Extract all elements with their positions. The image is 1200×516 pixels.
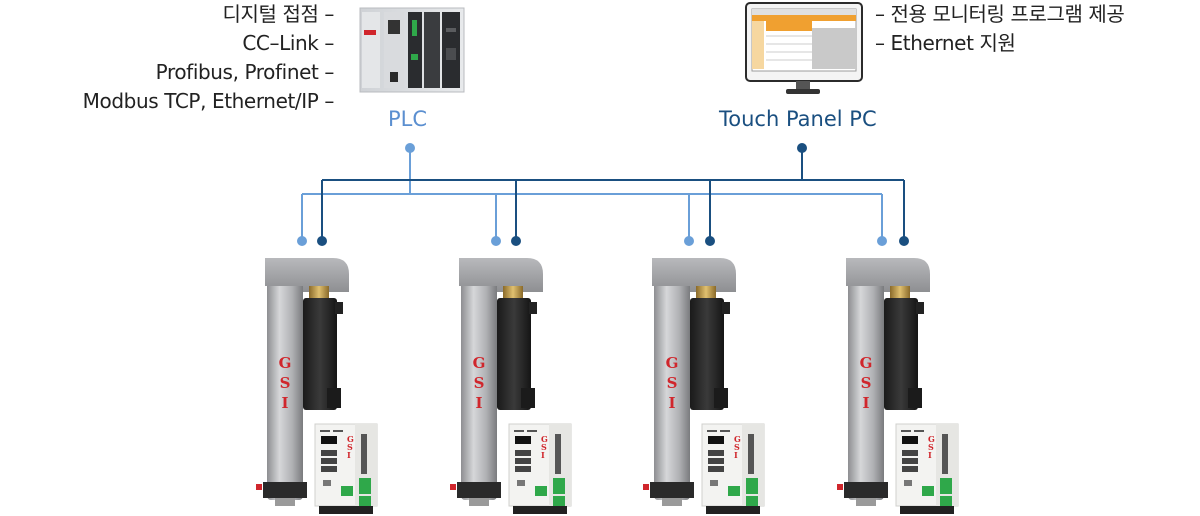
unit-1-panel-dot — [317, 236, 327, 246]
touch-panel-monitor — [745, 2, 863, 94]
feature-modbus: Modbus TCP, Ethernet/IP – — [82, 89, 335, 113]
plc-label: PLC — [388, 107, 428, 131]
unit-2-panel-dot — [511, 236, 521, 246]
feature-digital-io: 디지털 접점 – — [222, 2, 334, 26]
unit-3-panel-dot — [705, 236, 715, 246]
gsi-unit-4 — [836, 257, 959, 515]
gsi-unit-2 — [449, 257, 572, 515]
unit-3-plc-dot — [684, 236, 694, 246]
unit-4-panel-dot — [899, 236, 909, 246]
gsi-unit-1 — [255, 257, 378, 515]
plc-node-dot — [405, 143, 415, 153]
unit-1-plc-dot — [297, 236, 307, 246]
plc-device — [359, 7, 465, 93]
feature-cc-link: CC–Link – — [242, 31, 334, 55]
plc-bus-lines — [301, 148, 883, 240]
touch-panel-label: Touch Panel PC — [719, 107, 877, 131]
touch-panel-bus-lines — [321, 148, 905, 240]
feature-ethernet: – Ethernet 지원 — [875, 31, 1016, 55]
unit-4-plc-dot — [877, 236, 887, 246]
feature-profibus: Profibus, Profinet – — [155, 60, 335, 84]
unit-2-plc-dot — [491, 236, 501, 246]
gsi-unit-3 — [642, 257, 765, 515]
touch-panel-feature-list: – 전용 모니터링 프로그램 제공 – Ethernet 지원 — [875, 0, 1125, 58]
feature-monitoring-program: – 전용 모니터링 프로그램 제공 — [875, 2, 1125, 26]
touch-panel-node-dot — [797, 143, 807, 153]
plc-feature-list: 디지털 접점 – CC–Link – Profibus, Profinet – … — [82, 0, 335, 116]
